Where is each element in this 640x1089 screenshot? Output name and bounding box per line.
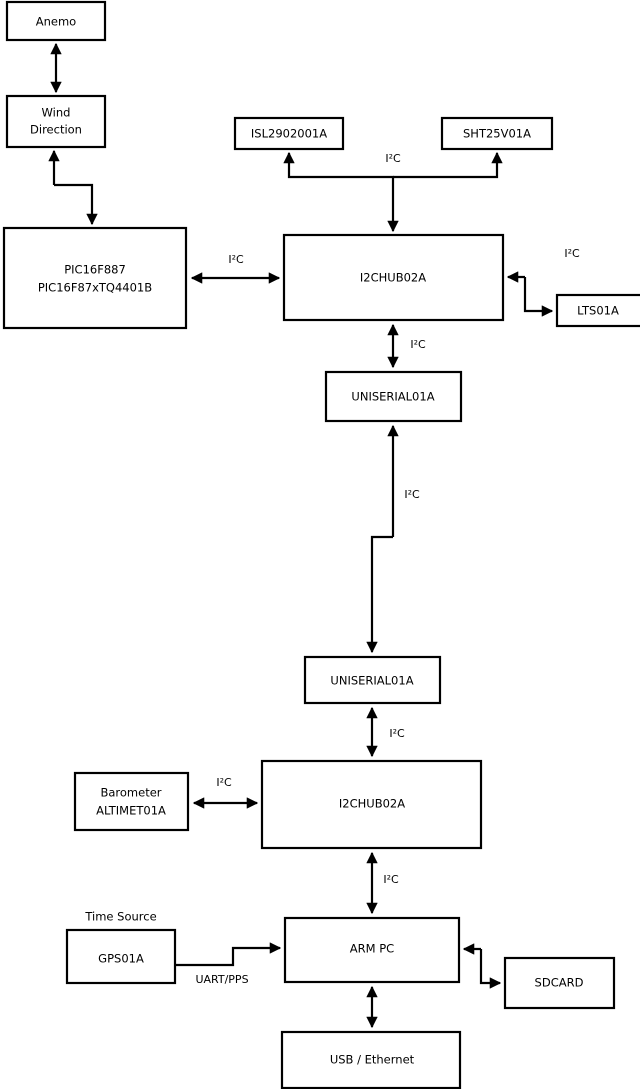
free-labels-layer: Time Source: [84, 910, 156, 924]
node-usb-ethernet-box[interactable]: [280, 1030, 462, 1089]
edge-label-i2c-uniserial-hub-bottom: I²C: [389, 727, 405, 740]
node-sdcard-label: SDCARD: [535, 976, 584, 990]
edge-label-i2c-hub-lts: I²C: [564, 247, 580, 260]
connector-wind-pic-elbow: [54, 183, 98, 226]
node-uniserial01a-top-label: UNISERIAL01A: [351, 390, 434, 404]
node-wind-direction[interactable]: Wind Direction: [5, 94, 107, 149]
edge-labels-layer: I²C I²C I²C I²C I²C I²C I²C I²C UART/PPS: [195, 152, 580, 986]
connector-hub-lts-elbow: [523, 277, 554, 317]
node-gps01a-box[interactable]: [65, 928, 177, 985]
edge-label-i2c-hub-armpc: I²C: [383, 873, 399, 886]
connector-hub-sensor-bus: [283, 151, 399, 233]
node-lts01a[interactable]: LTS01A: [555, 293, 640, 328]
node-pic-microcontroller-label-line2: PIC16F87xTQ4401B: [38, 281, 152, 295]
node-barometer-label-line2: ALTIMET01A: [96, 804, 166, 818]
node-sdcard[interactable]: SDCARD: [503, 956, 616, 1010]
node-anemo-label: Anemo: [36, 15, 76, 29]
node-sht25v01a-box[interactable]: [440, 116, 554, 151]
node-uniserial01a-bottom-label: UNISERIAL01A: [330, 674, 413, 688]
connector-armpc-sdcard-elbow: [479, 949, 502, 989]
node-lts01a-box[interactable]: [555, 293, 640, 328]
node-i2chub02a-top[interactable]: I2CHUB02A: [282, 233, 505, 322]
node-sdcard-box[interactable]: [503, 956, 616, 1010]
node-barometer-label-line1: Barometer: [100, 786, 161, 800]
node-pic-microcontroller-label-line1: PIC16F887: [64, 263, 126, 277]
node-anemo-box[interactable]: [5, 0, 107, 42]
node-wind-direction-label-line2: Direction: [30, 123, 82, 137]
node-i2chub02a-top-box[interactable]: [282, 233, 505, 322]
label-time-source: Time Source: [84, 910, 156, 924]
node-sht25v01a[interactable]: SHT25V01A: [440, 116, 554, 151]
edge-label-i2c-sensors-top: I²C: [385, 152, 401, 165]
node-i2chub02a-bottom-box[interactable]: [260, 759, 483, 850]
node-pic-microcontroller[interactable]: PIC16F887 PIC16F87xTQ4401B: [2, 226, 188, 330]
edge-label-i2c-pic-hub: I²C: [228, 253, 244, 266]
node-lts01a-label: LTS01A: [577, 304, 619, 318]
edge-label-i2c-hub-uniserial: I²C: [410, 338, 426, 351]
node-barometer[interactable]: Barometer ALTIMET01A: [73, 771, 190, 832]
node-uniserial01a-top-box[interactable]: [324, 370, 463, 423]
connector-gps-armpc: [175, 942, 282, 967]
node-isl2902001a[interactable]: ISL2902001A: [233, 116, 345, 151]
node-sht25v01a-label: SHT25V01A: [463, 127, 531, 141]
node-arm-pc-box[interactable]: [283, 916, 461, 984]
node-gps01a-label: GPS01A: [98, 952, 144, 966]
node-barometer-box[interactable]: [73, 771, 190, 832]
node-uniserial01a-bottom-box[interactable]: [303, 655, 442, 705]
node-i2chub02a-bottom[interactable]: I2CHUB02A: [260, 759, 483, 850]
node-uniserial01a-top[interactable]: UNISERIAL01A: [324, 370, 463, 423]
node-wind-direction-label-line1: Wind: [42, 106, 71, 120]
edge-label-i2c-uniserial-link: I²C: [404, 488, 420, 501]
node-arm-pc-label: ARM PC: [350, 942, 394, 956]
node-gps01a[interactable]: GPS01A: [65, 928, 177, 985]
node-isl2902001a-label: ISL2902001A: [251, 127, 327, 141]
node-i2chub02a-top-label: I2CHUB02A: [360, 271, 426, 285]
node-uniserial01a-bottom[interactable]: UNISERIAL01A: [303, 655, 442, 705]
node-usb-ethernet[interactable]: USB / Ethernet: [280, 1030, 462, 1089]
edge-label-i2c-barometer: I²C: [216, 776, 232, 789]
connector-uniserial-link-down: [366, 535, 393, 654]
node-i2chub02a-bottom-label: I2CHUB02A: [339, 797, 405, 811]
node-anemo[interactable]: Anemo: [5, 0, 107, 42]
node-wind-direction-box[interactable]: [5, 94, 107, 149]
node-usb-ethernet-label: USB / Ethernet: [330, 1053, 415, 1067]
node-arm-pc[interactable]: ARM PC: [283, 916, 461, 984]
node-pic-microcontroller-box[interactable]: [2, 226, 188, 330]
node-isl2902001a-box[interactable]: [233, 116, 345, 151]
edge-label-uart-pps: UART/PPS: [195, 973, 248, 986]
connections-layer: [48, 42, 554, 1029]
connector-hub-sht: [393, 151, 503, 179]
